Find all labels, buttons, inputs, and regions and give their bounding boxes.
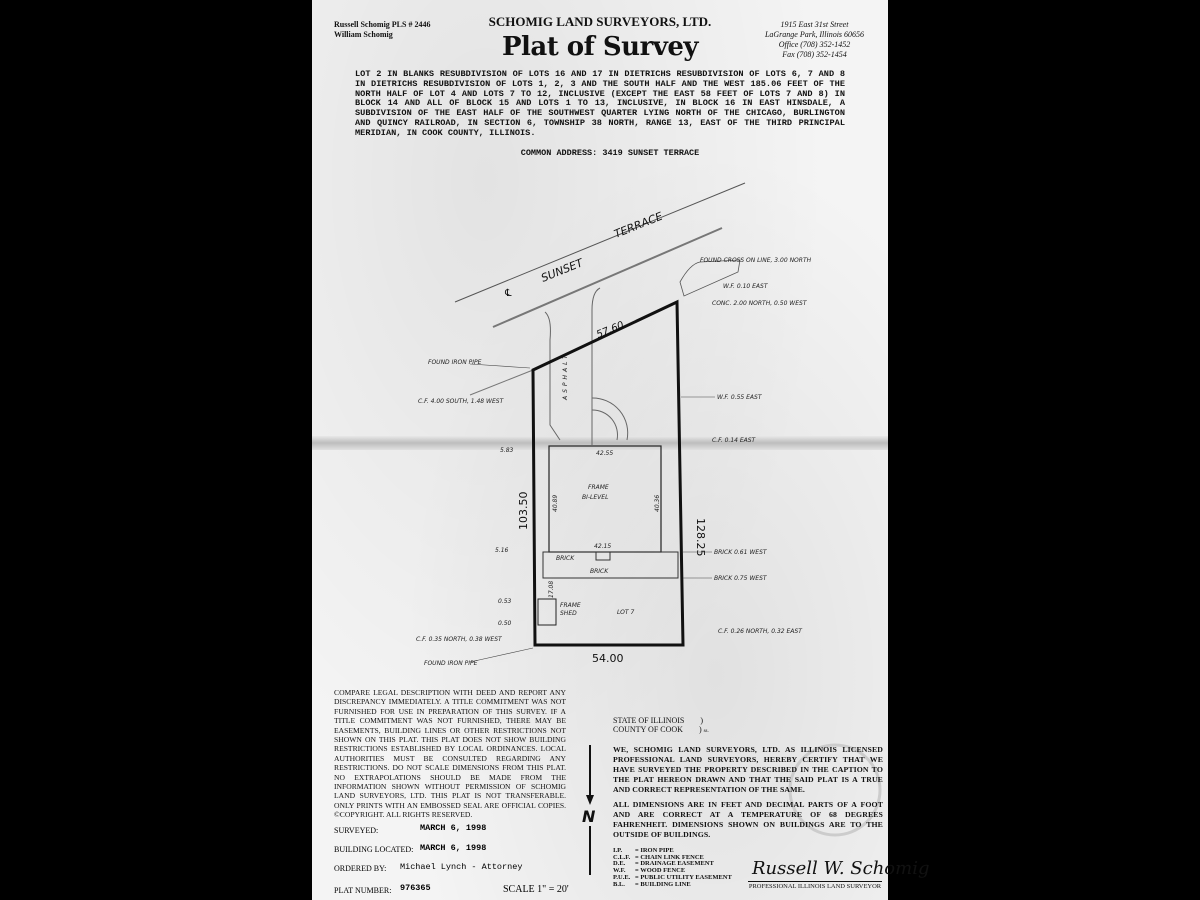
street-name-terrace: TERRACE	[612, 210, 664, 241]
address-line: LaGrange Park, Illinois 60656	[764, 30, 865, 39]
lot-label: LOT 7	[617, 609, 634, 616]
walk-arc	[591, 409, 618, 441]
note-wood-fence: W.F. 0.55 EAST	[717, 394, 763, 401]
note-concrete: CONC. 2.00 NORTH, 0.50 WEST	[712, 300, 808, 307]
scale: SCALE 1" = 20'	[503, 884, 569, 895]
driveway-label: ASPHALT	[562, 352, 569, 401]
firm-name: SCHOMIG LAND SURVEYORS, LTD.	[488, 14, 712, 29]
surveyor-name: Russell Schomig PLS # 2446	[334, 20, 431, 29]
note-wood-fence: W.F. 0.10 EAST	[723, 283, 769, 290]
abbreviation: W.F.= WOOD FENCE	[613, 867, 686, 875]
dimensions-paragraph: ALL DIMENSIONS ARE IN FEET AND DECIMAL P…	[613, 800, 883, 839]
plat-number-label: PLAT NUMBER:	[334, 886, 392, 895]
fax-line: Fax (708) 352-1454	[782, 50, 847, 59]
paper-fold	[312, 436, 888, 450]
left-dimension: 103.50	[517, 492, 530, 531]
ss: ss.	[703, 729, 709, 734]
shed-outline	[537, 598, 557, 626]
steps	[595, 551, 611, 561]
north-label: N	[582, 807, 596, 826]
driveway-edge	[591, 287, 601, 445]
stoop-label: BRICK	[556, 555, 575, 562]
house-label: BI-LEVEL	[582, 494, 608, 501]
walk-arc	[591, 397, 629, 441]
certification-paragraph: WE, SCHOMIG LAND SURVEYORS, LTD. AS ILLI…	[613, 745, 883, 794]
survey-document	[312, 0, 888, 900]
ordered-by-value: Michael Lynch - Attorney	[400, 862, 523, 872]
note-chain-fence: C.F. 0.26 NORTH, 0.32 EAST	[718, 628, 803, 635]
shed-setback: 0.53	[498, 598, 512, 605]
note-cross-cut: FOUND CROSS ON LINE, 3.00 NORTH	[700, 257, 812, 264]
note-chain-fence: C.F. 4.00 SOUTH, 1.48 WEST	[418, 398, 505, 405]
street-name-sunset: SUNSET	[539, 256, 586, 285]
state-county: STATE OF ILLINOIS ) COUNTY OF COOK ) ss.	[613, 716, 709, 734]
shed-label: FRAME	[560, 602, 581, 609]
rear-dimension: 54.00	[592, 652, 624, 665]
abbreviation: C.L.F.= CHAIN LINK FENCE	[613, 853, 704, 861]
surveyor-signature: Russell W. Schomig	[752, 858, 930, 879]
setback-dimension: 5.83	[500, 447, 514, 454]
note-chain-fence: C.F. 0.14 EAST	[712, 437, 757, 444]
street-north-line	[454, 182, 746, 303]
abbreviation-legend: I.P.= IRON PIPE C.L.F.= CHAIN LINK FENCE…	[613, 847, 732, 888]
shed-label: SHED	[560, 610, 577, 617]
signature-caption: PROFESSIONAL ILLINOIS LAND SURVEYOR	[748, 881, 882, 890]
right-dimension: 128.25	[694, 518, 707, 557]
certification: WE, SCHOMIG LAND SURVEYORS, LTD. AS ILLI…	[613, 745, 883, 840]
plat-number: 976365	[400, 883, 431, 893]
house-left-dimension: 40.89	[552, 495, 559, 512]
firm-address: 1915 East 31st Street LaGrange Park, Ill…	[752, 20, 877, 60]
surveyed-label: SURVEYED:	[334, 826, 379, 835]
lot-boundary	[531, 299, 685, 647]
setback-dimension: 5.16	[495, 547, 509, 554]
common-address: COMMON ADDRESS: 3419 SUNSET TERRACE	[520, 148, 700, 158]
note-chain-fence: C.F. 0.35 NORTH, 0.38 WEST	[416, 636, 503, 643]
abbreviation: B.L.= BUILDING LINE	[613, 880, 691, 888]
legal-description: LOT 2 IN BLANKS RESUBDIVISION OF LOTS 16…	[355, 69, 845, 138]
note-found-iron-pipe: FOUND IRON PIPE	[424, 660, 478, 667]
front-dimension: 57.60	[595, 320, 626, 341]
note-found-iron-pipe: FOUND IRON PIPE	[428, 359, 482, 366]
building-located-date: MARCH 6, 1998	[420, 843, 487, 853]
disclaimer: COMPARE LEGAL DESCRIPTION WITH DEED AND …	[334, 688, 566, 820]
embossed-seal	[788, 743, 882, 837]
surveyor-names: Russell Schomig PLS # 2446 William Schom…	[334, 20, 430, 40]
state: STATE OF ILLINOIS	[613, 716, 685, 725]
phone-line: Office (708) 352-1452	[778, 40, 851, 49]
patio-label: BRICK	[590, 568, 609, 575]
house-front-dimension: 42.55	[596, 450, 613, 457]
note-brick: BRICK 0.75 WEST	[714, 575, 768, 582]
surveyed-date: MARCH 6, 1998	[420, 823, 487, 833]
document-title: Plat of Survey	[501, 32, 699, 62]
house-label: FRAME	[588, 484, 609, 491]
driveway-edge	[544, 311, 561, 441]
shed-distance: 17.08	[548, 581, 555, 598]
abbreviation: P.U.E.= PUBLIC UTILITY EASEMENT	[613, 873, 732, 881]
address-line: 1915 East 31st Street	[780, 20, 849, 29]
street-south-line	[492, 227, 723, 328]
street-curb-line	[469, 369, 534, 396]
shed-setback: 0.50	[498, 620, 512, 627]
abbreviation: D.E.= DRAINAGE EASEMENT	[613, 860, 714, 868]
ordered-by-label: ORDERED BY:	[334, 864, 387, 873]
note-brick: BRICK 0.61 WEST	[714, 549, 768, 556]
abbreviation: I.P.= IRON PIPE	[613, 847, 674, 854]
house-right-dimension: 40.36	[654, 495, 661, 512]
building-located-label: BUILDING LOCATED:	[334, 845, 414, 854]
county: COUNTY OF COOK	[613, 725, 683, 734]
concrete-marker	[679, 259, 741, 297]
centerline-symbol: ℄	[504, 288, 512, 299]
north-arrow-head	[586, 795, 594, 805]
house-rear-dimension: 42.15	[594, 543, 611, 550]
surveyor-name: William Schomig	[334, 30, 393, 39]
